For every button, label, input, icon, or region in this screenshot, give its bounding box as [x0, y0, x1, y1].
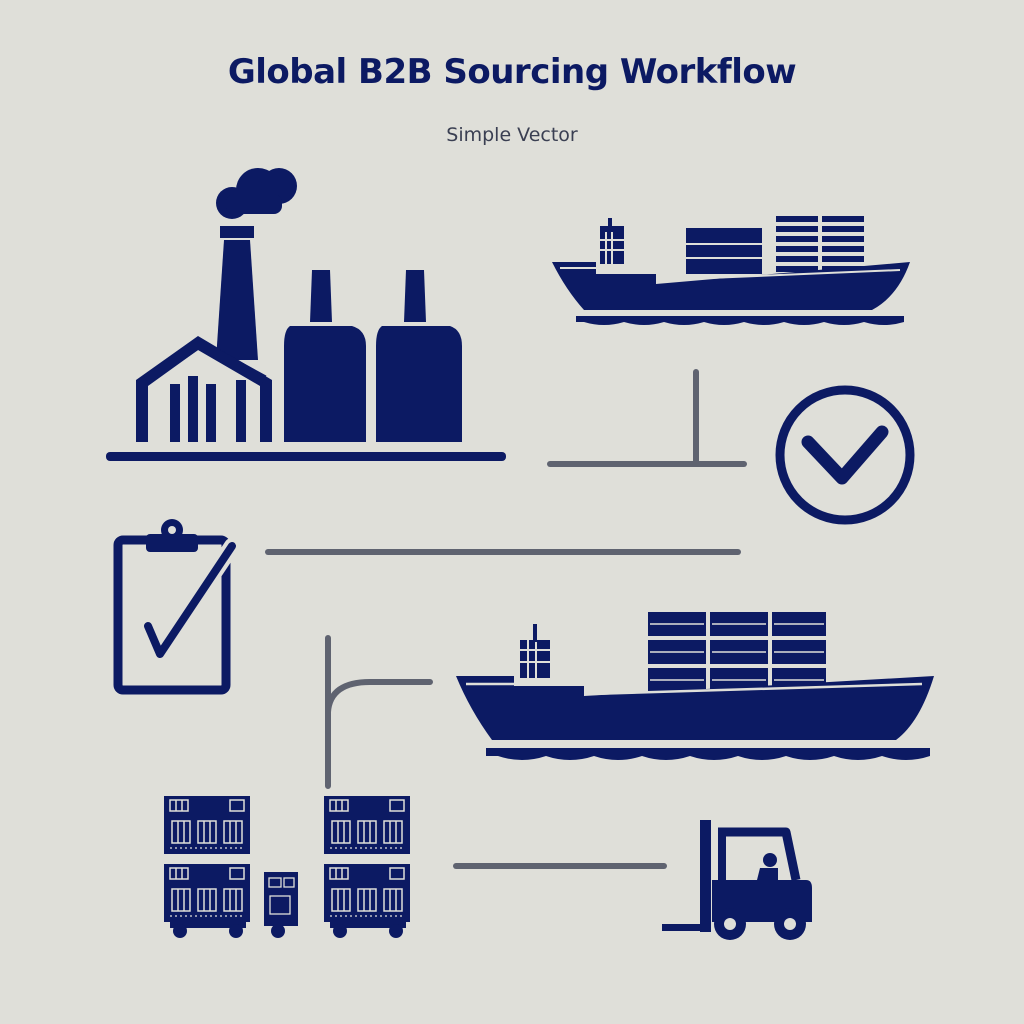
cargo-ship-icon — [552, 216, 910, 325]
forklift-icon — [662, 820, 812, 940]
diagram-title: Global B2B Sourcing Workflow — [227, 52, 797, 92]
diagram-subtitle: Simple Vector — [446, 124, 578, 146]
factory-icon — [106, 168, 506, 461]
container-stack-icon — [163, 795, 411, 938]
clipboard-check-icon — [113, 519, 240, 695]
cargo-ship-icon — [456, 612, 934, 760]
connector-curve — [325, 635, 433, 789]
check-circle-icon — [775, 385, 915, 525]
connector-t — [547, 369, 747, 467]
